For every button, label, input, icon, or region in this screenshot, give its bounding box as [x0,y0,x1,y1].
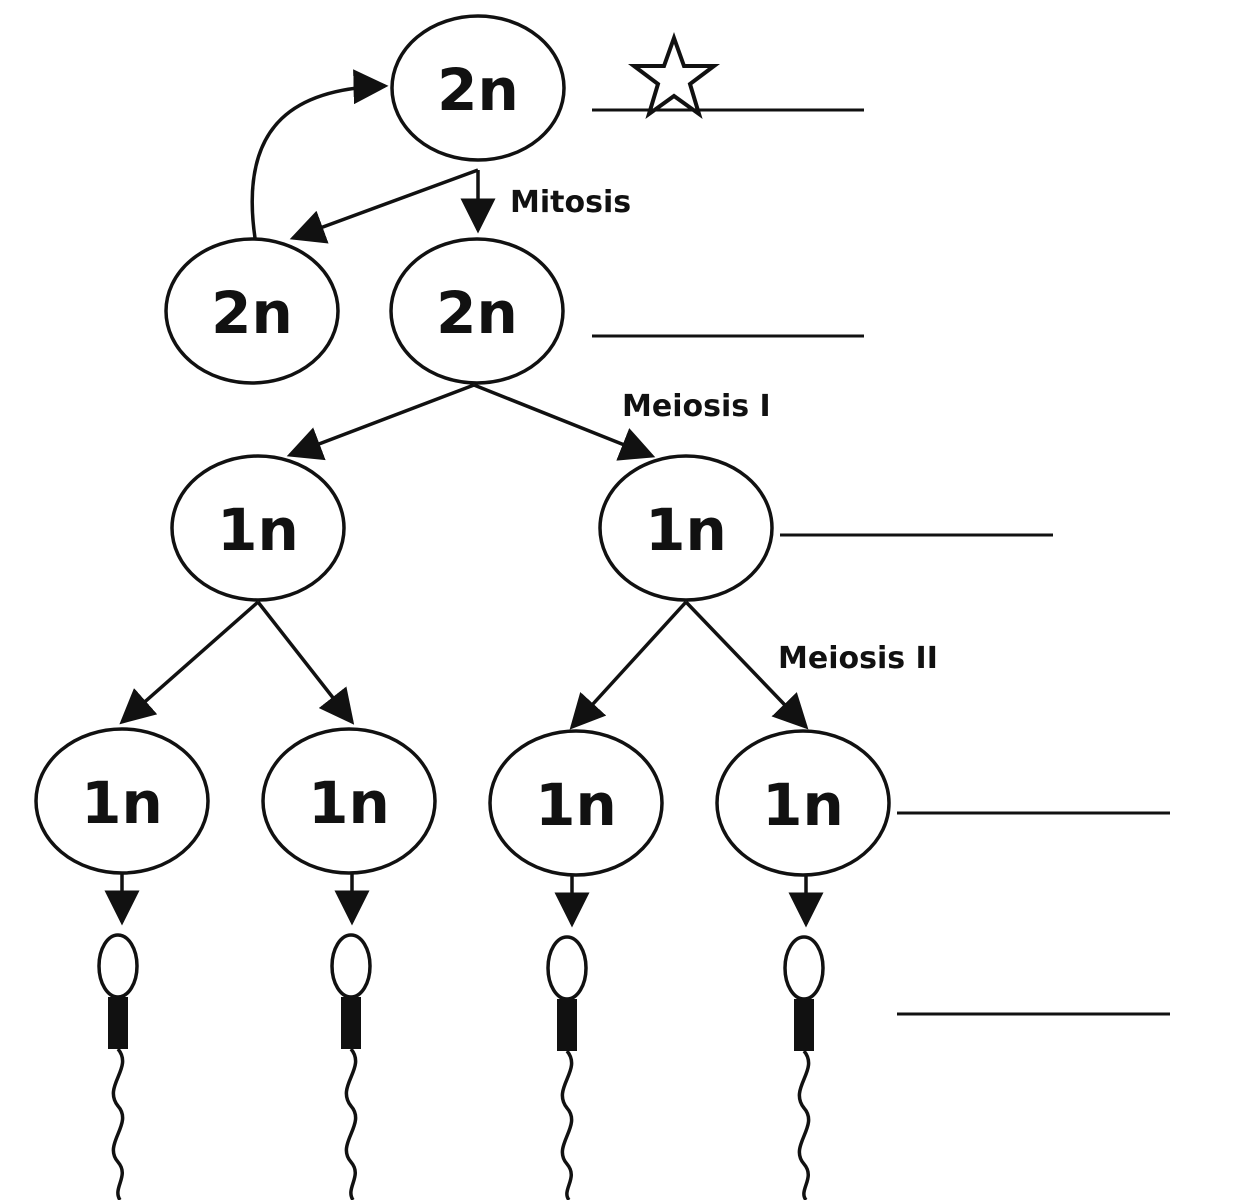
meiosis2-arrow-3 [569,600,688,730]
renewal-arrow [250,69,389,239]
meiosis2-arrow-1 [119,600,260,725]
sperm-head [97,933,139,999]
cell-spermatid-3: 1n [488,729,664,877]
cell-label: 1n [81,769,163,837]
sperm-tail [344,1047,358,1200]
cell-secondary-right: 1n [598,454,774,602]
sperm-head [783,935,825,1001]
meiosis2-arrow-2 [256,600,355,725]
cell-label: 2n [436,279,518,347]
cell-spermatid-4: 1n [715,729,891,877]
cell-primary: 2n [389,237,565,385]
cell-label: 2n [437,56,519,124]
cell-label: 1n [535,771,617,839]
cell-stem-top: 2n [390,14,566,162]
cell-label: 1n [762,771,844,839]
cell-label: 1n [217,496,299,564]
cell-spermatid-1: 1n [34,727,210,875]
cell-label: 2n [211,279,293,347]
cell-secondary-left: 1n [170,454,346,602]
sperm-cell-2 [330,933,372,1200]
cell-label: 1n [308,769,390,837]
sperm-head [330,933,372,999]
cell-spermatid-2: 1n [261,727,437,875]
arrows [104,69,824,928]
sperm-midpiece [794,999,814,1051]
meiosis1-arrow-right [473,383,656,461]
mitosis-arrow-left [289,168,479,244]
meiosis2-arrow-4 [684,600,809,730]
answer-blanks [592,108,1170,1016]
cell-stem-renewed: 2n [164,237,340,385]
mitosis-label: Mitosis [510,185,631,220]
sperm-midpiece [557,999,577,1051]
sperm-tail [797,1049,811,1200]
sperm-tail [560,1049,574,1200]
sperm-midpiece [108,997,128,1049]
sperm-cell-3 [546,935,588,1200]
meiosis-1-label: Meiosis I [622,389,771,424]
star-icon [628,32,720,120]
sperm-head [546,935,588,1001]
sperm-cell-4 [783,935,825,1200]
sperm-cell-1 [97,933,139,1200]
sperm-tail [111,1047,125,1200]
meiosis-2-label: Meiosis II [778,641,938,676]
cell-label: 1n [645,496,727,564]
meiosis1-arrow-left [286,383,475,461]
sperm-midpiece [341,997,361,1049]
